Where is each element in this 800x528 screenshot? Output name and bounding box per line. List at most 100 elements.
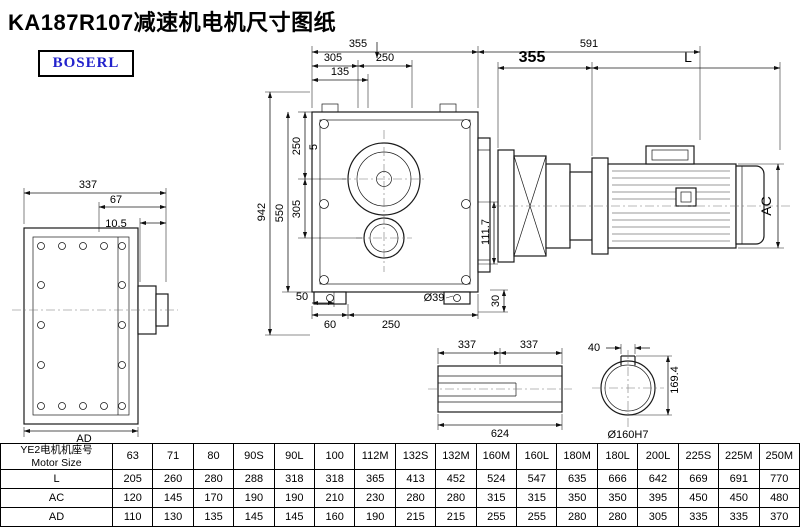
table-cell: 452 [435,469,477,489]
bore-view [592,350,664,428]
table-cell: 190 [233,488,275,508]
table-cell: 205 [111,469,154,489]
table-cell: 280 [435,488,477,508]
size-col-header: 225S [677,443,720,470]
table-cell: 669 [677,469,720,489]
table-cell: 350 [556,488,598,508]
size-col-header: 180L [596,443,639,470]
table-cell: 190 [273,488,316,508]
dim-front-135: 135 [331,66,349,78]
dim-front-50: 50 [296,291,308,303]
table-cell: 230 [354,488,396,508]
dim-front-o39: Ø39 [424,292,445,304]
size-col-header: 132S [394,443,437,470]
table-cell: 642 [637,469,679,489]
size-col-header: 90L [273,443,316,470]
brand-logo: BOSERL [38,50,134,77]
row-label: AD [0,507,113,527]
size-col-header: 100 [314,443,356,470]
dim-front-30: 30 [490,295,502,307]
table-cell: 370 [758,507,800,527]
table-cell: 190 [354,507,396,527]
dim-front-942: 942 [256,203,268,221]
table-cell: 691 [718,469,760,489]
size-col-header: 250M [758,443,800,470]
dim-motor-355: 355 [519,49,546,66]
dim-front-591: 591 [580,38,598,50]
dim-front-111-7: 111.7 [480,219,492,245]
shaft-view-dimensions: 337 337 624 [437,339,563,440]
page-title: KA187R107减速机电机尺寸图纸 [8,10,337,35]
size-col-header: 132M [435,443,477,470]
dim-front-355: 355 [349,38,367,50]
front-view [311,103,491,305]
dim-front-5: 5 [308,144,320,150]
table-cell: 135 [192,507,235,527]
table-cell: 666 [596,469,639,489]
shaft-view [428,365,572,413]
dim-bore-40: 40 [588,342,600,354]
dim-front-305-top: 305 [324,52,342,64]
dim-motor-AC: AC [758,196,774,215]
dim-side-ad: AD [76,433,91,444]
size-col-header: 90S [233,443,275,470]
table-cell: 145 [273,507,316,527]
dim-front-250-left: 250 [291,137,303,155]
table-cell: 635 [556,469,598,489]
table-cell: 450 [718,488,760,508]
table-cell: 255 [475,507,518,527]
table-cell: 145 [152,488,194,508]
table-cell: 280 [596,507,639,527]
table-cell: 335 [677,507,720,527]
size-col-header: 80 [192,443,235,470]
motor-view-dimensions: 355 L AC [497,49,784,249]
table-cell: 288 [233,469,275,489]
dim-front-60: 60 [324,319,336,331]
table-cell: 350 [596,488,639,508]
side-view [12,227,178,425]
table-cell: 215 [394,507,437,527]
size-col-header: 71 [152,443,194,470]
table-cell: 315 [475,488,518,508]
dim-motor-L: L [684,49,692,65]
table-cell: 210 [314,488,356,508]
table-cell: 305 [637,507,679,527]
table-cell: 318 [314,469,356,489]
size-col-header: 112M [354,443,396,470]
table-cell: 215 [435,507,477,527]
dim-front-250-top: 250 [376,52,394,64]
dim-shaft-624: 624 [491,428,509,440]
table-cell: 524 [475,469,518,489]
table-cell: 160 [314,507,356,527]
row-label: AC [0,488,113,508]
side-view-dimensions: 337 67 10.5 AD [23,179,167,444]
dim-front-305-left: 305 [291,200,303,218]
table-cell: 260 [152,469,194,489]
technical-drawing: 337 67 10.5 AD [12,38,790,444]
table-cell: 365 [354,469,396,489]
motor-size-header: YE2电机机座号 Motor Size [0,443,113,470]
dim-side-67: 67 [110,194,122,206]
table-cell: 395 [637,488,679,508]
dim-bore-169-4: 169.4 [669,366,681,394]
row-label: L [0,469,113,489]
dim-side-10-5: 10.5 [105,218,126,230]
table-cell: 770 [758,469,800,489]
dim-front-250-bottom: 250 [382,319,400,331]
size-col-header: 63 [111,443,154,470]
brand-text: BOSERL [52,55,120,71]
table-cell: 110 [111,507,154,527]
table-cell: 315 [516,488,558,508]
dim-bore-160h7: Ø160H7 [608,429,649,441]
table-cell: 170 [192,488,235,508]
dim-front-550: 550 [274,204,286,222]
dim-shaft-337-left: 337 [458,339,476,351]
table-cell: 280 [556,507,598,527]
table-cell: 318 [273,469,316,489]
